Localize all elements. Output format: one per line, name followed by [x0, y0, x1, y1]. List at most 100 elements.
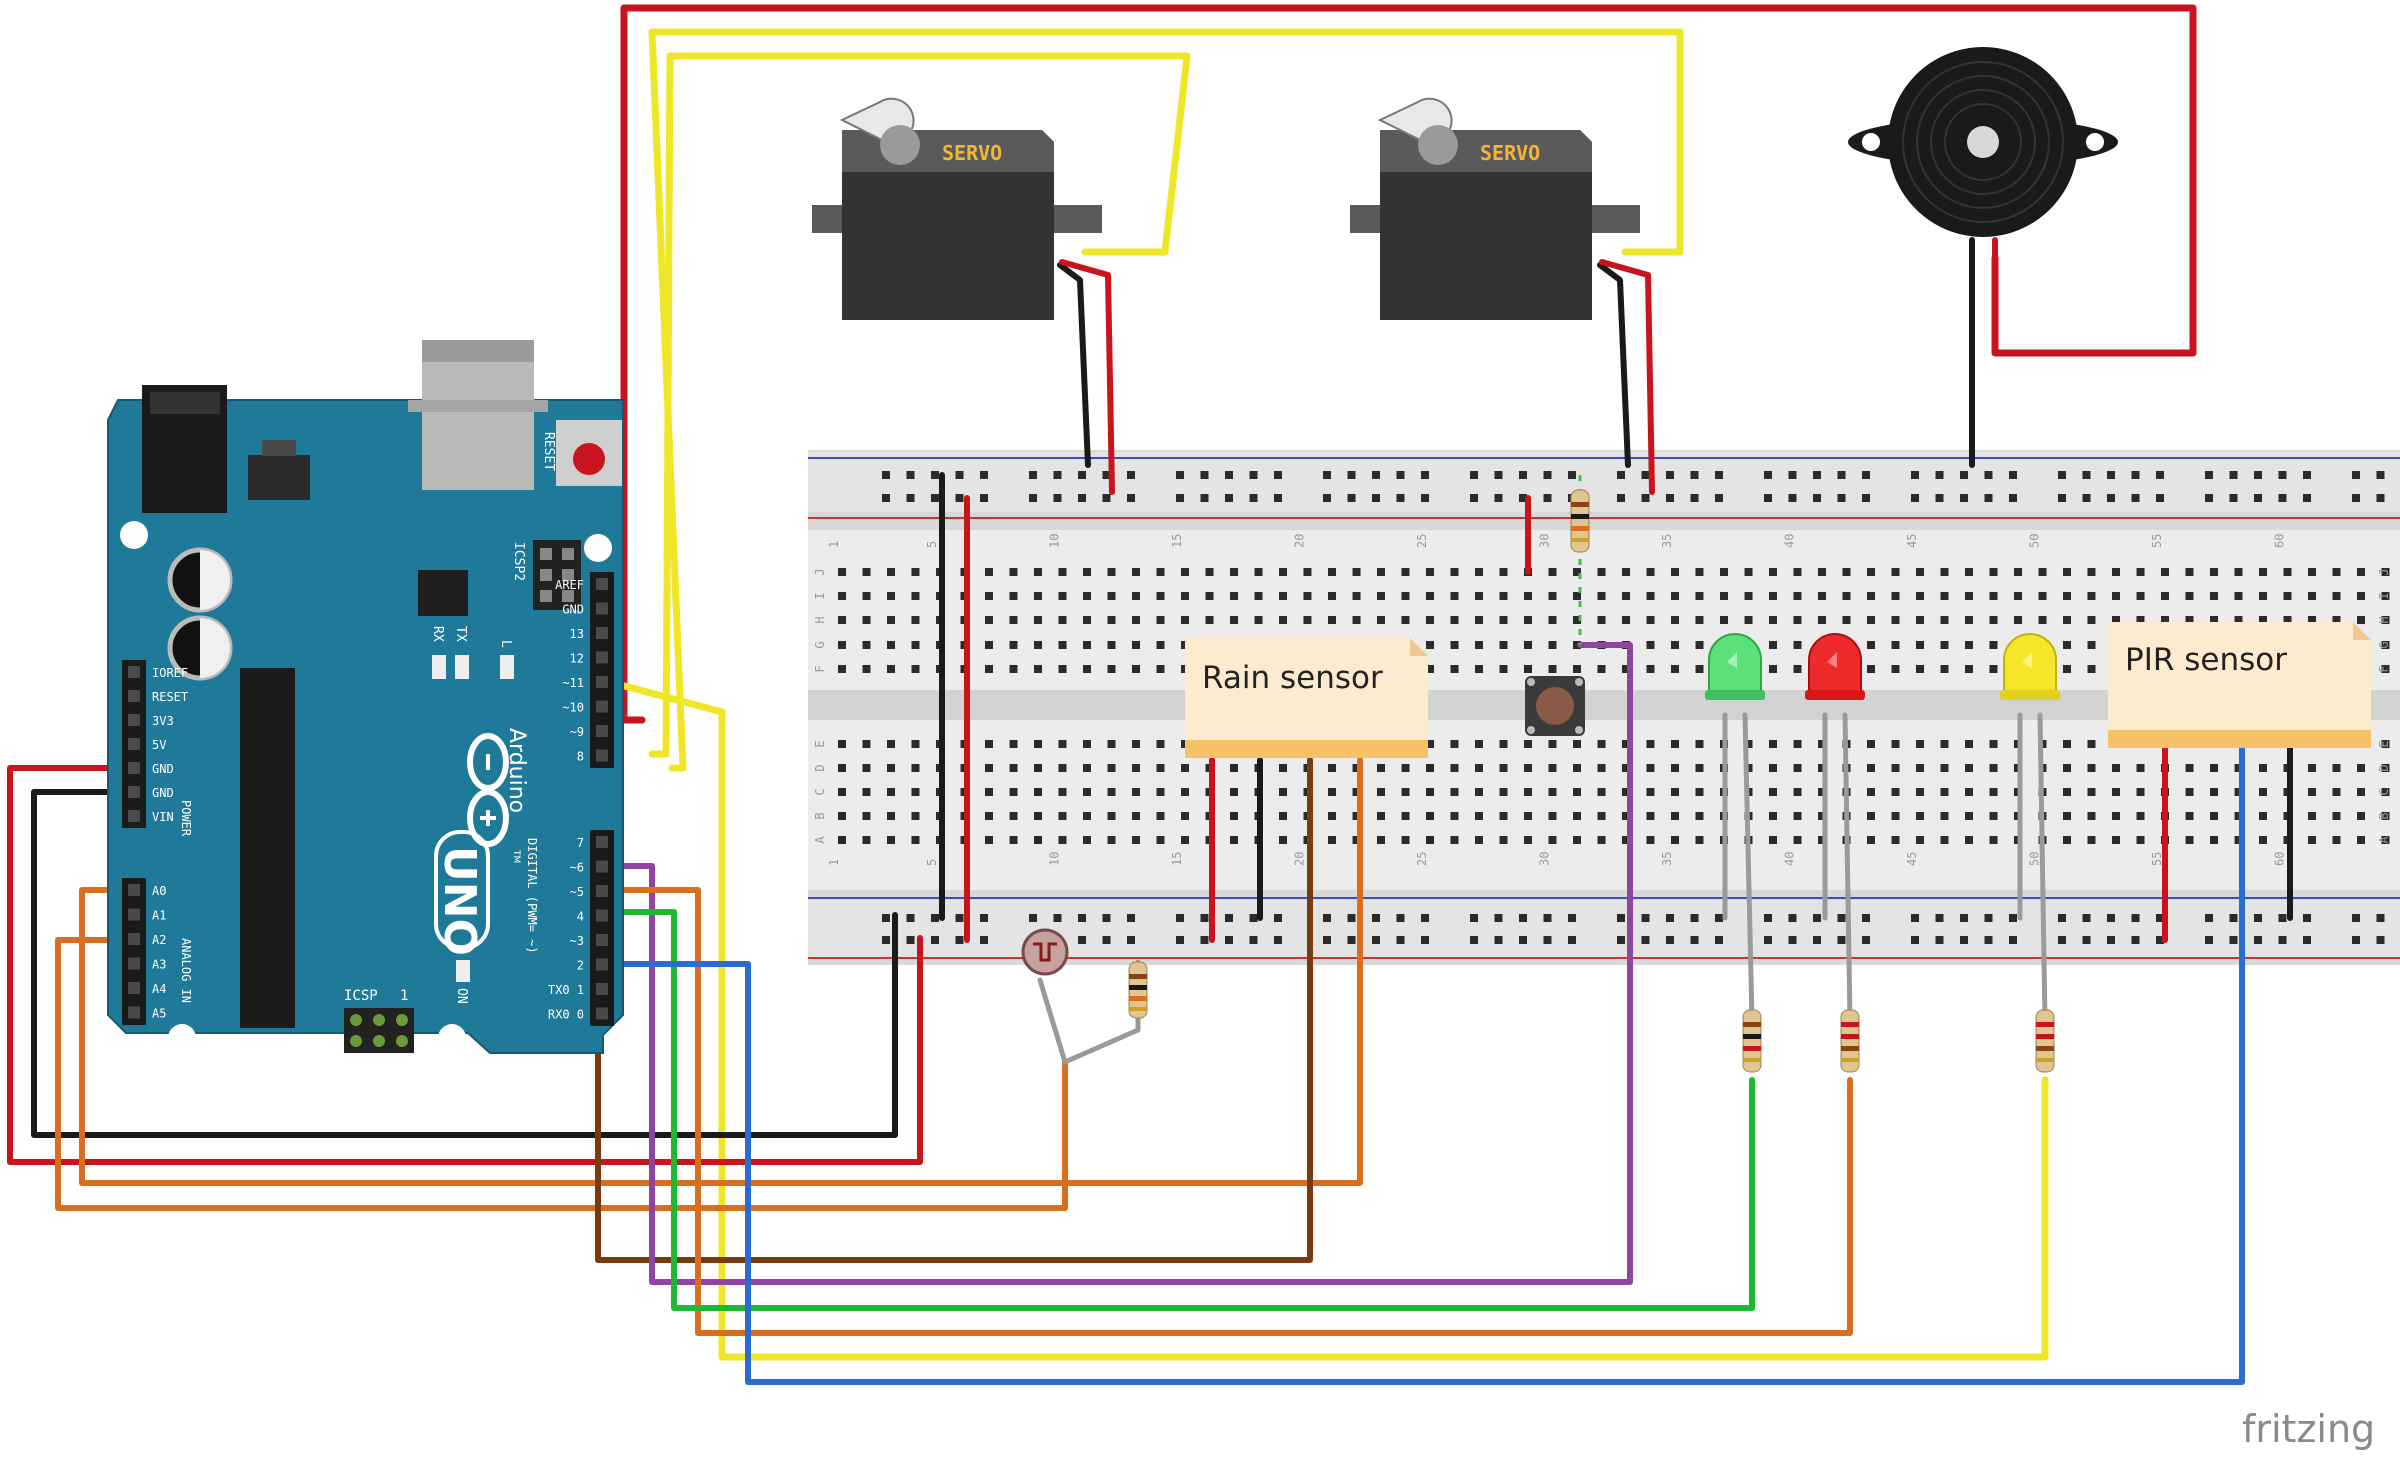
rail-hole [1543, 936, 1552, 944]
breadboard-hole [1230, 592, 1238, 600]
breadboard-hole [2112, 616, 2120, 624]
breadboard-hole [1695, 812, 1704, 820]
breadboard-hole [1107, 665, 1116, 673]
breadboard-hole [2381, 812, 2390, 820]
rail-hole [1494, 471, 1503, 479]
breadboard-hole [2063, 641, 2071, 649]
breadboard-hole [1622, 740, 1630, 748]
breadboard-hole [1965, 592, 1973, 600]
breadboard-hole [2381, 641, 2390, 649]
breadboard-hole [1426, 788, 1434, 796]
breadboard-hole [1548, 740, 1557, 748]
breadboard-hole [1597, 616, 1606, 624]
pin-label: ~6 [570, 861, 584, 875]
rail-hole [1225, 914, 1233, 922]
rail-hole [1519, 914, 1527, 922]
breadboard-hole [2112, 788, 2120, 796]
column-number: 35 [1660, 534, 1674, 548]
rail-hole [1347, 914, 1356, 922]
breadboard-hole [2112, 764, 2120, 772]
breadboard-hole [838, 616, 846, 624]
breadboard-hole [1989, 836, 1998, 844]
row-letter: F [813, 665, 827, 672]
breadboard-hole [1058, 740, 1067, 748]
breadboard-hole [2308, 616, 2316, 624]
rail-hole [1396, 936, 1405, 944]
breadboard-hole [1695, 836, 1704, 844]
wire-pin4-green-led [599, 909, 1755, 1311]
rail-hole [1176, 494, 1184, 502]
rail-hole [2131, 494, 2140, 502]
column-number: 15 [1170, 852, 1184, 866]
breadboard-hole [1034, 788, 1042, 796]
breadboard-hole [2234, 788, 2243, 796]
breadboard-hole [1230, 568, 1238, 576]
led-resistors [1128, 475, 2055, 1073]
breadboard-hole [1230, 812, 1238, 820]
pin-label: A2 [152, 933, 166, 947]
rail-hole [980, 494, 988, 502]
breadboard-hole [2308, 764, 2316, 772]
breadboard-hole [1646, 592, 1655, 600]
rail-hole [2205, 494, 2213, 502]
rail-hole [1911, 471, 1919, 479]
rail-hole [2229, 936, 2238, 944]
breadboard-hole [2308, 788, 2316, 796]
rail-hole [1715, 494, 1723, 502]
column-number: 1 [827, 541, 841, 548]
on-led [456, 960, 470, 982]
rail-hole [2303, 494, 2311, 502]
rail-hole [1666, 936, 1674, 944]
breadboard-hole [862, 641, 871, 649]
rail-hole [2205, 936, 2213, 944]
breadboard-hole [1009, 592, 1018, 600]
rail-hole [1984, 471, 1993, 479]
rail-hole [980, 471, 988, 479]
header-pin [596, 700, 608, 713]
rail-hole [906, 494, 915, 502]
breadboard-hole [1132, 764, 1140, 772]
rail-hole [1127, 914, 1135, 922]
breadboard-hole [2381, 665, 2390, 673]
breadboard-hole [1279, 788, 1287, 796]
breadboard-hole [1303, 592, 1312, 600]
breadboard-hole [1475, 812, 1483, 820]
rail-hole [1274, 914, 1282, 922]
breadboard-hole [1940, 836, 1949, 844]
breadboard-hole [1181, 616, 1189, 624]
rail-hole [2229, 914, 2238, 922]
breadboard-hole [1009, 788, 1018, 796]
analog-group-label: ANALOG IN [179, 938, 193, 1003]
pin-label: A3 [152, 958, 166, 972]
breadboard-hole [1793, 616, 1802, 624]
breadboard-hole [2210, 568, 2218, 576]
bottom-power-rail [808, 900, 2400, 958]
breadboard-hole [1573, 836, 1581, 844]
header-pin [596, 627, 608, 639]
breadboard-hole [2381, 740, 2390, 748]
breadboard-hole [1279, 568, 1287, 576]
breadboard-hole [1034, 592, 1042, 600]
tx-led [455, 655, 469, 679]
breadboard-hole [1156, 616, 1165, 624]
servo1-gnd-lead [1057, 262, 1091, 468]
rail-hole [1078, 471, 1086, 479]
rail-hole [2254, 494, 2262, 502]
breadboard-hole [2357, 568, 2365, 576]
pin-label: GND [152, 762, 174, 776]
breadboard-hole [2063, 665, 2071, 673]
breadboard-hole [1867, 616, 1875, 624]
breadboard-hole [1867, 568, 1875, 576]
breadboard-hole [1475, 616, 1483, 624]
breadboard-hole [2234, 764, 2243, 772]
breadboard-hole [2063, 764, 2071, 772]
breadboard-hole [1597, 592, 1606, 600]
breadboard-hole [1989, 641, 1998, 649]
breadboard-hole [1769, 764, 1777, 772]
rail-hole [1568, 936, 1576, 944]
rail-hole [1470, 914, 1478, 922]
rail-hole [1837, 914, 1846, 922]
breadboard-hole [1548, 568, 1557, 576]
rail-hole [1813, 914, 1821, 922]
breadboard-hole [1573, 764, 1581, 772]
